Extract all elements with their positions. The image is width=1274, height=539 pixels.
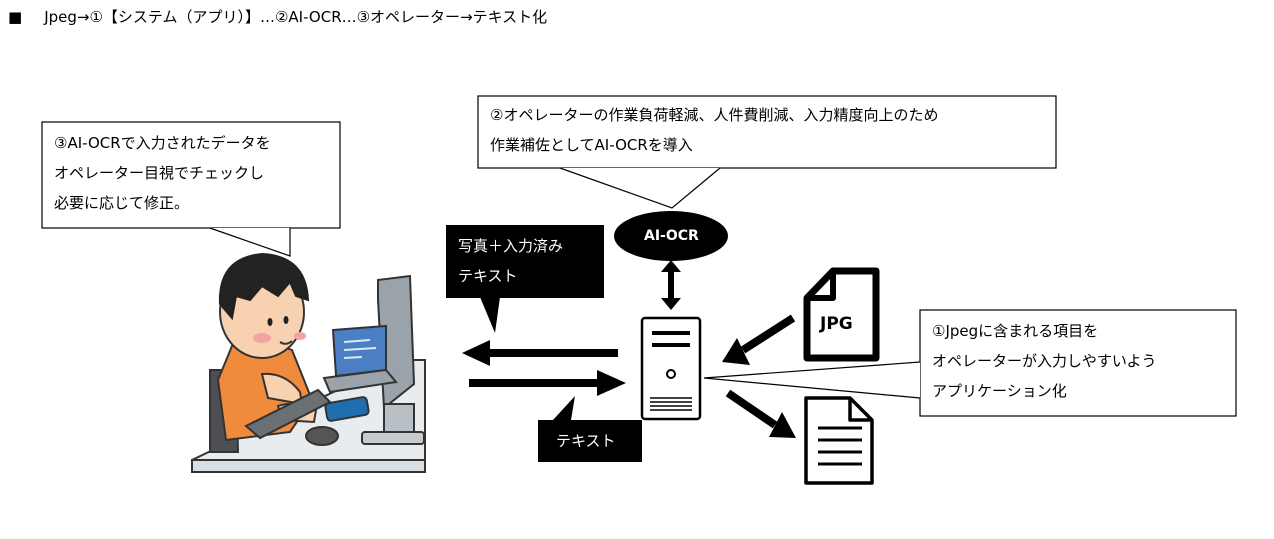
- photo-text-label-line: テキスト: [458, 267, 518, 285]
- operator-callout: [41, 121, 341, 257]
- system-callout-text: ①Jpegに含まれる項目を オペレーターが入力しやすいよう アプリケーション化: [932, 316, 1157, 406]
- ai-ocr-ellipse: [614, 211, 728, 261]
- bullet-square: ■: [8, 8, 23, 26]
- diagram-title: Jpeg→①【システム（アプリ）】…②AI-OCR…③オペレーター→テキスト化: [44, 8, 548, 26]
- arrow-to-server: [469, 370, 626, 396]
- ai-ocr-callout-text: ②オペレーターの作業負荷軽減、人件費削減、入力精度向上のため 作業補佐としてAI…: [490, 100, 938, 160]
- diagram-title-row: ■ Jpeg→①【システム（アプリ）】…②AI-OCR…③オペレーター→テキスト化: [8, 6, 547, 27]
- photo-text-label-box: [446, 225, 604, 298]
- arrow-server-to-document: [725, 389, 796, 438]
- operator-callout-line: オペレーター目視でチェックし: [54, 164, 265, 182]
- text-label-tail: [553, 396, 575, 420]
- photo-text-label-tail: [480, 297, 500, 333]
- jpg-label: JPG: [820, 314, 853, 334]
- ai-ocr-callout: [477, 95, 1057, 209]
- arrow-to-operator: [462, 340, 618, 366]
- text-label: テキスト: [556, 432, 616, 450]
- system-callout-line: ①Jpegに含まれる項目を: [932, 322, 1099, 340]
- server-tower-icon: [640, 316, 702, 421]
- arrow-jpg-to-server: [722, 314, 796, 365]
- operator-callout-text: ③AI-OCRで入力されたデータを オペレーター目視でチェックし 必要に応じて修…: [54, 128, 271, 218]
- person-at-computer-icon: [191, 252, 426, 473]
- system-callout: [703, 309, 1237, 417]
- ai-ocr-callout-line: ②オペレーターの作業負荷軽減、人件費削減、入力精度向上のため: [490, 106, 939, 124]
- operator-callout-line: 必要に応じて修正。: [54, 194, 190, 212]
- system-callout-line: オペレーターが入力しやすいよう: [932, 352, 1157, 370]
- ai-ocr-label: AI-OCR: [644, 228, 699, 244]
- ai-ocr-callout-line: 作業補佐としてAI-OCRを導入: [490, 136, 693, 154]
- jpg-file-icon: [803, 267, 880, 362]
- photo-text-label: 写真＋入力済み テキスト: [458, 231, 563, 291]
- operator-callout-line: ③AI-OCRで入力されたデータを: [54, 134, 271, 152]
- system-callout-line: アプリケーション化: [932, 382, 1067, 400]
- document-icon: [804, 396, 874, 485]
- text-label-box: [538, 420, 642, 462]
- ocr-server-double-arrow: [661, 260, 681, 310]
- photo-text-label-line: 写真＋入力済み: [458, 237, 564, 255]
